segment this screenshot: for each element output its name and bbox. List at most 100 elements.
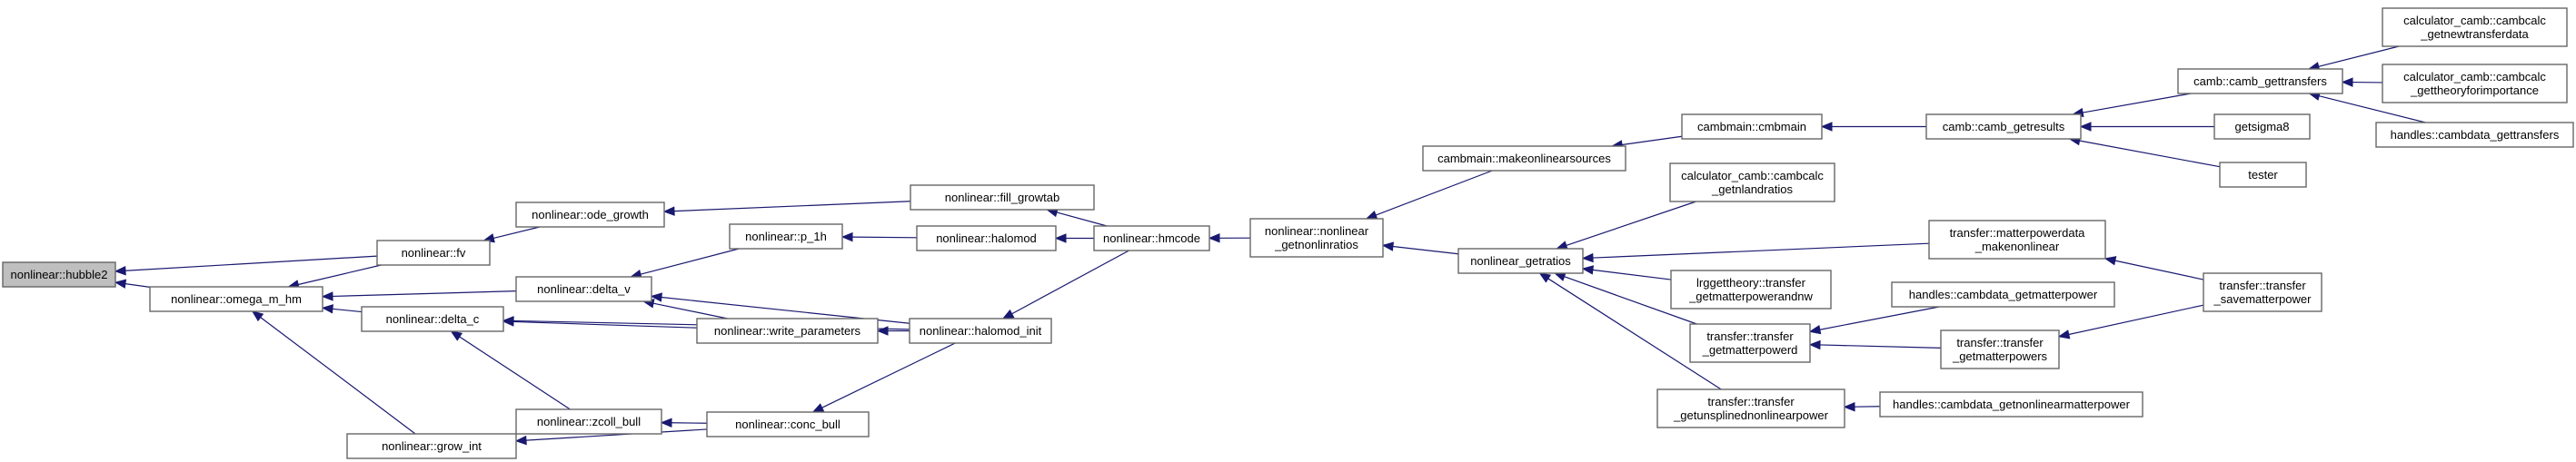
node-box bbox=[515, 408, 662, 435]
edge-halomod-to-p_1h bbox=[840, 231, 918, 242]
edge-transfer_getunsplined-to-getratios bbox=[1538, 272, 1722, 390]
node-grow_int[interactable]: nonlinear::grow_int bbox=[346, 433, 517, 459]
node-label: nonlinear::fill_growtab bbox=[945, 191, 1059, 204]
edge-calc_gettheoryforimportance-to-camb_gettransfers bbox=[2341, 77, 2383, 87]
node-label: nonlinear::p_1h bbox=[745, 230, 827, 243]
node-tester[interactable]: tester bbox=[2219, 162, 2307, 188]
node-label: nonlinear_getratios bbox=[1470, 254, 1571, 268]
node-cmbmain[interactable]: cambmain::cmbmain bbox=[1681, 113, 1823, 140]
node-label: camb::camb_gettransfers bbox=[2193, 74, 2327, 88]
node-box bbox=[2382, 7, 2568, 47]
node-box bbox=[1928, 220, 2106, 260]
node-box bbox=[909, 318, 1052, 344]
node-getsigma8[interactable]: getsigma8 bbox=[2213, 113, 2311, 140]
node-getratios[interactable]: nonlinear_getratios bbox=[1457, 248, 1584, 274]
node-label: handles::cambdata_getmatterpower bbox=[1909, 288, 2098, 301]
node-halomod[interactable]: nonlinear::halomod bbox=[916, 225, 1057, 251]
node-handles_getnonlinear[interactable]: handles::cambdata_getnonlinearmatterpowe… bbox=[1879, 391, 2143, 418]
node-label: nonlinear::ode_growth bbox=[532, 208, 649, 221]
node-makeonlinearsources[interactable]: cambmain::makeonlinearsources bbox=[1422, 145, 1626, 172]
edge-conc_bull-to-zcoll_bull bbox=[660, 418, 708, 428]
node-ode_growth[interactable]: nonlinear::ode_growth bbox=[515, 202, 665, 228]
node-lrg_transfer[interactable]: lrggettheory::transfer_getmatterpowerand… bbox=[1670, 270, 1832, 310]
node-savematterpower[interactable]: transfer::transfer_savematterpower bbox=[2203, 272, 2322, 312]
node-label: transfer::transfer bbox=[2219, 279, 2306, 292]
edge-halomod_init-to-conc_bull bbox=[811, 342, 956, 413]
node-fill_growtab[interactable]: nonlinear::fill_growtab bbox=[910, 184, 1095, 211]
node-box bbox=[1891, 281, 2115, 308]
node-box bbox=[149, 286, 323, 312]
node-label: _getmatterpowers bbox=[1952, 349, 2048, 363]
edge-delta_v-to-omega_m_hm bbox=[321, 290, 517, 301]
node-label: _getnonlinratios bbox=[1274, 238, 1358, 251]
node-label: nonlinear::delta_v bbox=[537, 282, 631, 296]
edge-fv-to-omega_m_hm bbox=[287, 264, 382, 290]
edge-omega_m_hm-to-hubble2 bbox=[114, 279, 151, 289]
edge-handles_getmatterpower-to-transfer_getmatterpowerd bbox=[1808, 306, 1940, 335]
node-box bbox=[1681, 113, 1823, 140]
node-label: tester bbox=[2248, 168, 2278, 182]
node-box bbox=[1940, 329, 2060, 369]
node-label: _getmatterpowerandnw bbox=[1688, 290, 1813, 303]
node-handles_gettransfers[interactable]: handles::cambdata_gettransfers bbox=[2375, 122, 2574, 148]
edge-getsigma8-to-camb_getresults bbox=[2079, 122, 2214, 132]
node-delta_v[interactable]: nonlinear::delta_v bbox=[515, 276, 652, 302]
node-label: nonlinear::halomod_init bbox=[920, 324, 1042, 338]
node-label: getsigma8 bbox=[2235, 120, 2290, 133]
node-calc_getnewtransferdata[interactable]: calculator_camb::cambcalc_getnewtransfer… bbox=[2382, 7, 2568, 47]
edge-hmcode-to-halomod_init bbox=[1001, 250, 1129, 319]
edge-delta_c-to-omega_m_hm bbox=[321, 304, 363, 314]
node-box bbox=[1689, 323, 1811, 363]
edge-getnonlinratios-to-hmcode bbox=[1208, 233, 1251, 243]
node-box bbox=[2177, 68, 2343, 94]
node-label: nonlinear::grow_int bbox=[382, 439, 482, 453]
node-write_parameters[interactable]: nonlinear::write_parameters bbox=[696, 318, 879, 344]
node-box bbox=[916, 225, 1057, 251]
node-transfer_getmatterpowerd[interactable]: transfer::transfer_getmatterpowerd bbox=[1689, 323, 1811, 363]
edge-fv-to-hubble2 bbox=[114, 255, 378, 276]
edge-conc_bull-to-grow_int bbox=[514, 428, 708, 446]
node-fv[interactable]: nonlinear::fv bbox=[376, 240, 491, 266]
node-label: nonlinear::nonlinear bbox=[1265, 224, 1369, 238]
node-box bbox=[2375, 122, 2574, 148]
edge-handles_getnonlinear-to-transfer_getunsplined bbox=[1843, 401, 1881, 412]
node-box bbox=[1093, 225, 1210, 251]
edge-hmcode-to-fill_growtab bbox=[1046, 207, 1108, 227]
edge-camb_gettransfers-to-camb_getresults bbox=[2071, 93, 2192, 118]
node-camb_getresults[interactable]: camb::camb_getresults bbox=[1925, 113, 2082, 140]
node-layer: nonlinear::hubble2nonlinear::omega_m_hmn… bbox=[2, 7, 2574, 459]
node-label: cambmain::cmbmain bbox=[1697, 120, 1806, 133]
node-label: nonlinear::hubble2 bbox=[11, 268, 108, 281]
node-box bbox=[2, 261, 116, 288]
node-box bbox=[1656, 388, 1845, 428]
node-label: transfer::transfer bbox=[1706, 329, 1794, 343]
node-conc_bull[interactable]: nonlinear::conc_bull bbox=[706, 411, 870, 437]
edge-camb_getresults-to-cmbmain bbox=[1820, 122, 1926, 132]
node-mpd_makenonlinear[interactable]: transfer::matterpowerdata_makenonlinear bbox=[1928, 220, 2106, 260]
node-label: _getmatterpowerd bbox=[1702, 343, 1798, 357]
node-label: transfer::transfer bbox=[1707, 395, 1795, 408]
node-transfer_getunsplined[interactable]: transfer::transfer_getunsplinednonlinear… bbox=[1656, 388, 1845, 428]
node-transfer_getmatterpowers[interactable]: transfer::transfer_getmatterpowers bbox=[1940, 329, 2060, 369]
node-label: nonlinear::conc_bull bbox=[735, 418, 840, 431]
node-getnonlinratios[interactable]: nonlinear::nonlinear_getnonlinratios bbox=[1249, 218, 1384, 258]
node-hubble2[interactable]: nonlinear::hubble2 bbox=[2, 261, 116, 288]
node-halomod_init[interactable]: nonlinear::halomod_init bbox=[909, 318, 1052, 344]
edge-getratios-to-getnonlinratios bbox=[1381, 241, 1459, 255]
node-label: calculator_camb::cambcalc bbox=[1681, 169, 1824, 182]
node-label: nonlinear::halomod bbox=[936, 231, 1037, 245]
node-delta_c[interactable]: nonlinear::delta_c bbox=[361, 306, 504, 332]
node-calc_gettheoryforimportance[interactable]: calculator_camb::cambcalc_gettheoryforim… bbox=[2382, 64, 2568, 103]
node-zcoll_bull[interactable]: nonlinear::zcoll_bull bbox=[515, 408, 662, 435]
node-camb_gettransfers[interactable]: camb::camb_gettransfers bbox=[2177, 68, 2343, 94]
node-handles_getmatterpower[interactable]: handles::cambdata_getmatterpower bbox=[1891, 281, 2115, 308]
node-omega_m_hm[interactable]: nonlinear::omega_m_hm bbox=[149, 286, 323, 312]
node-box bbox=[2219, 162, 2307, 188]
node-box bbox=[1925, 113, 2082, 140]
node-p_1h[interactable]: nonlinear::p_1h bbox=[729, 223, 843, 250]
node-hmcode[interactable]: nonlinear::hmcode bbox=[1093, 225, 1210, 251]
node-label: lrggettheory::transfer bbox=[1696, 276, 1806, 290]
node-label: _savematterpower bbox=[2213, 292, 2312, 306]
node-calc_getnlandratios[interactable]: calculator_camb::cambcalc_getnlandratios bbox=[1669, 162, 1835, 202]
node-label: nonlinear::fv bbox=[402, 246, 466, 260]
